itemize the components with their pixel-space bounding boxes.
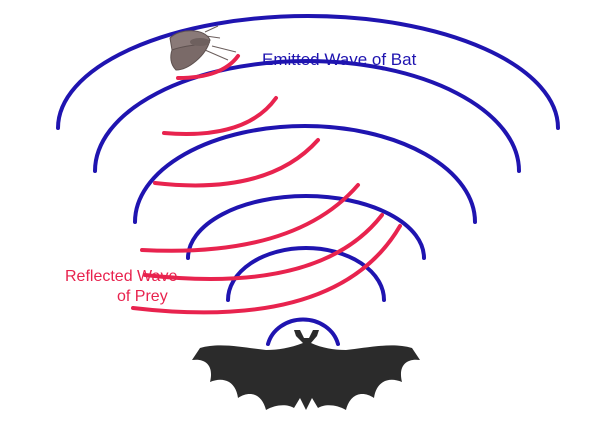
reflected-wave-3 xyxy=(153,138,320,188)
reflected-wave-label-line2: of Prey xyxy=(117,288,168,305)
emitted-wave-2 xyxy=(226,246,386,302)
emitted-wave-5 xyxy=(93,59,521,173)
emitted-wave-6 xyxy=(56,14,560,130)
moth-icon xyxy=(169,25,237,71)
reflected-wave-4 xyxy=(140,183,360,253)
emitted-wave-4 xyxy=(133,124,477,224)
emitted-wave-label: Emitted Wave of Bat xyxy=(262,50,417,69)
reflected-wave-1 xyxy=(176,54,240,80)
bat-silhouette-icon xyxy=(192,330,420,410)
emitted-wave-1 xyxy=(266,317,340,346)
reflected-wave-5 xyxy=(143,213,384,281)
reflected-waves xyxy=(131,54,402,315)
reflected-wave-2 xyxy=(162,96,278,136)
reflected-wave-label-line1: Reflected Wave xyxy=(65,268,177,285)
reflected-wave-6 xyxy=(131,224,402,315)
emitted-wave-3 xyxy=(186,194,426,260)
